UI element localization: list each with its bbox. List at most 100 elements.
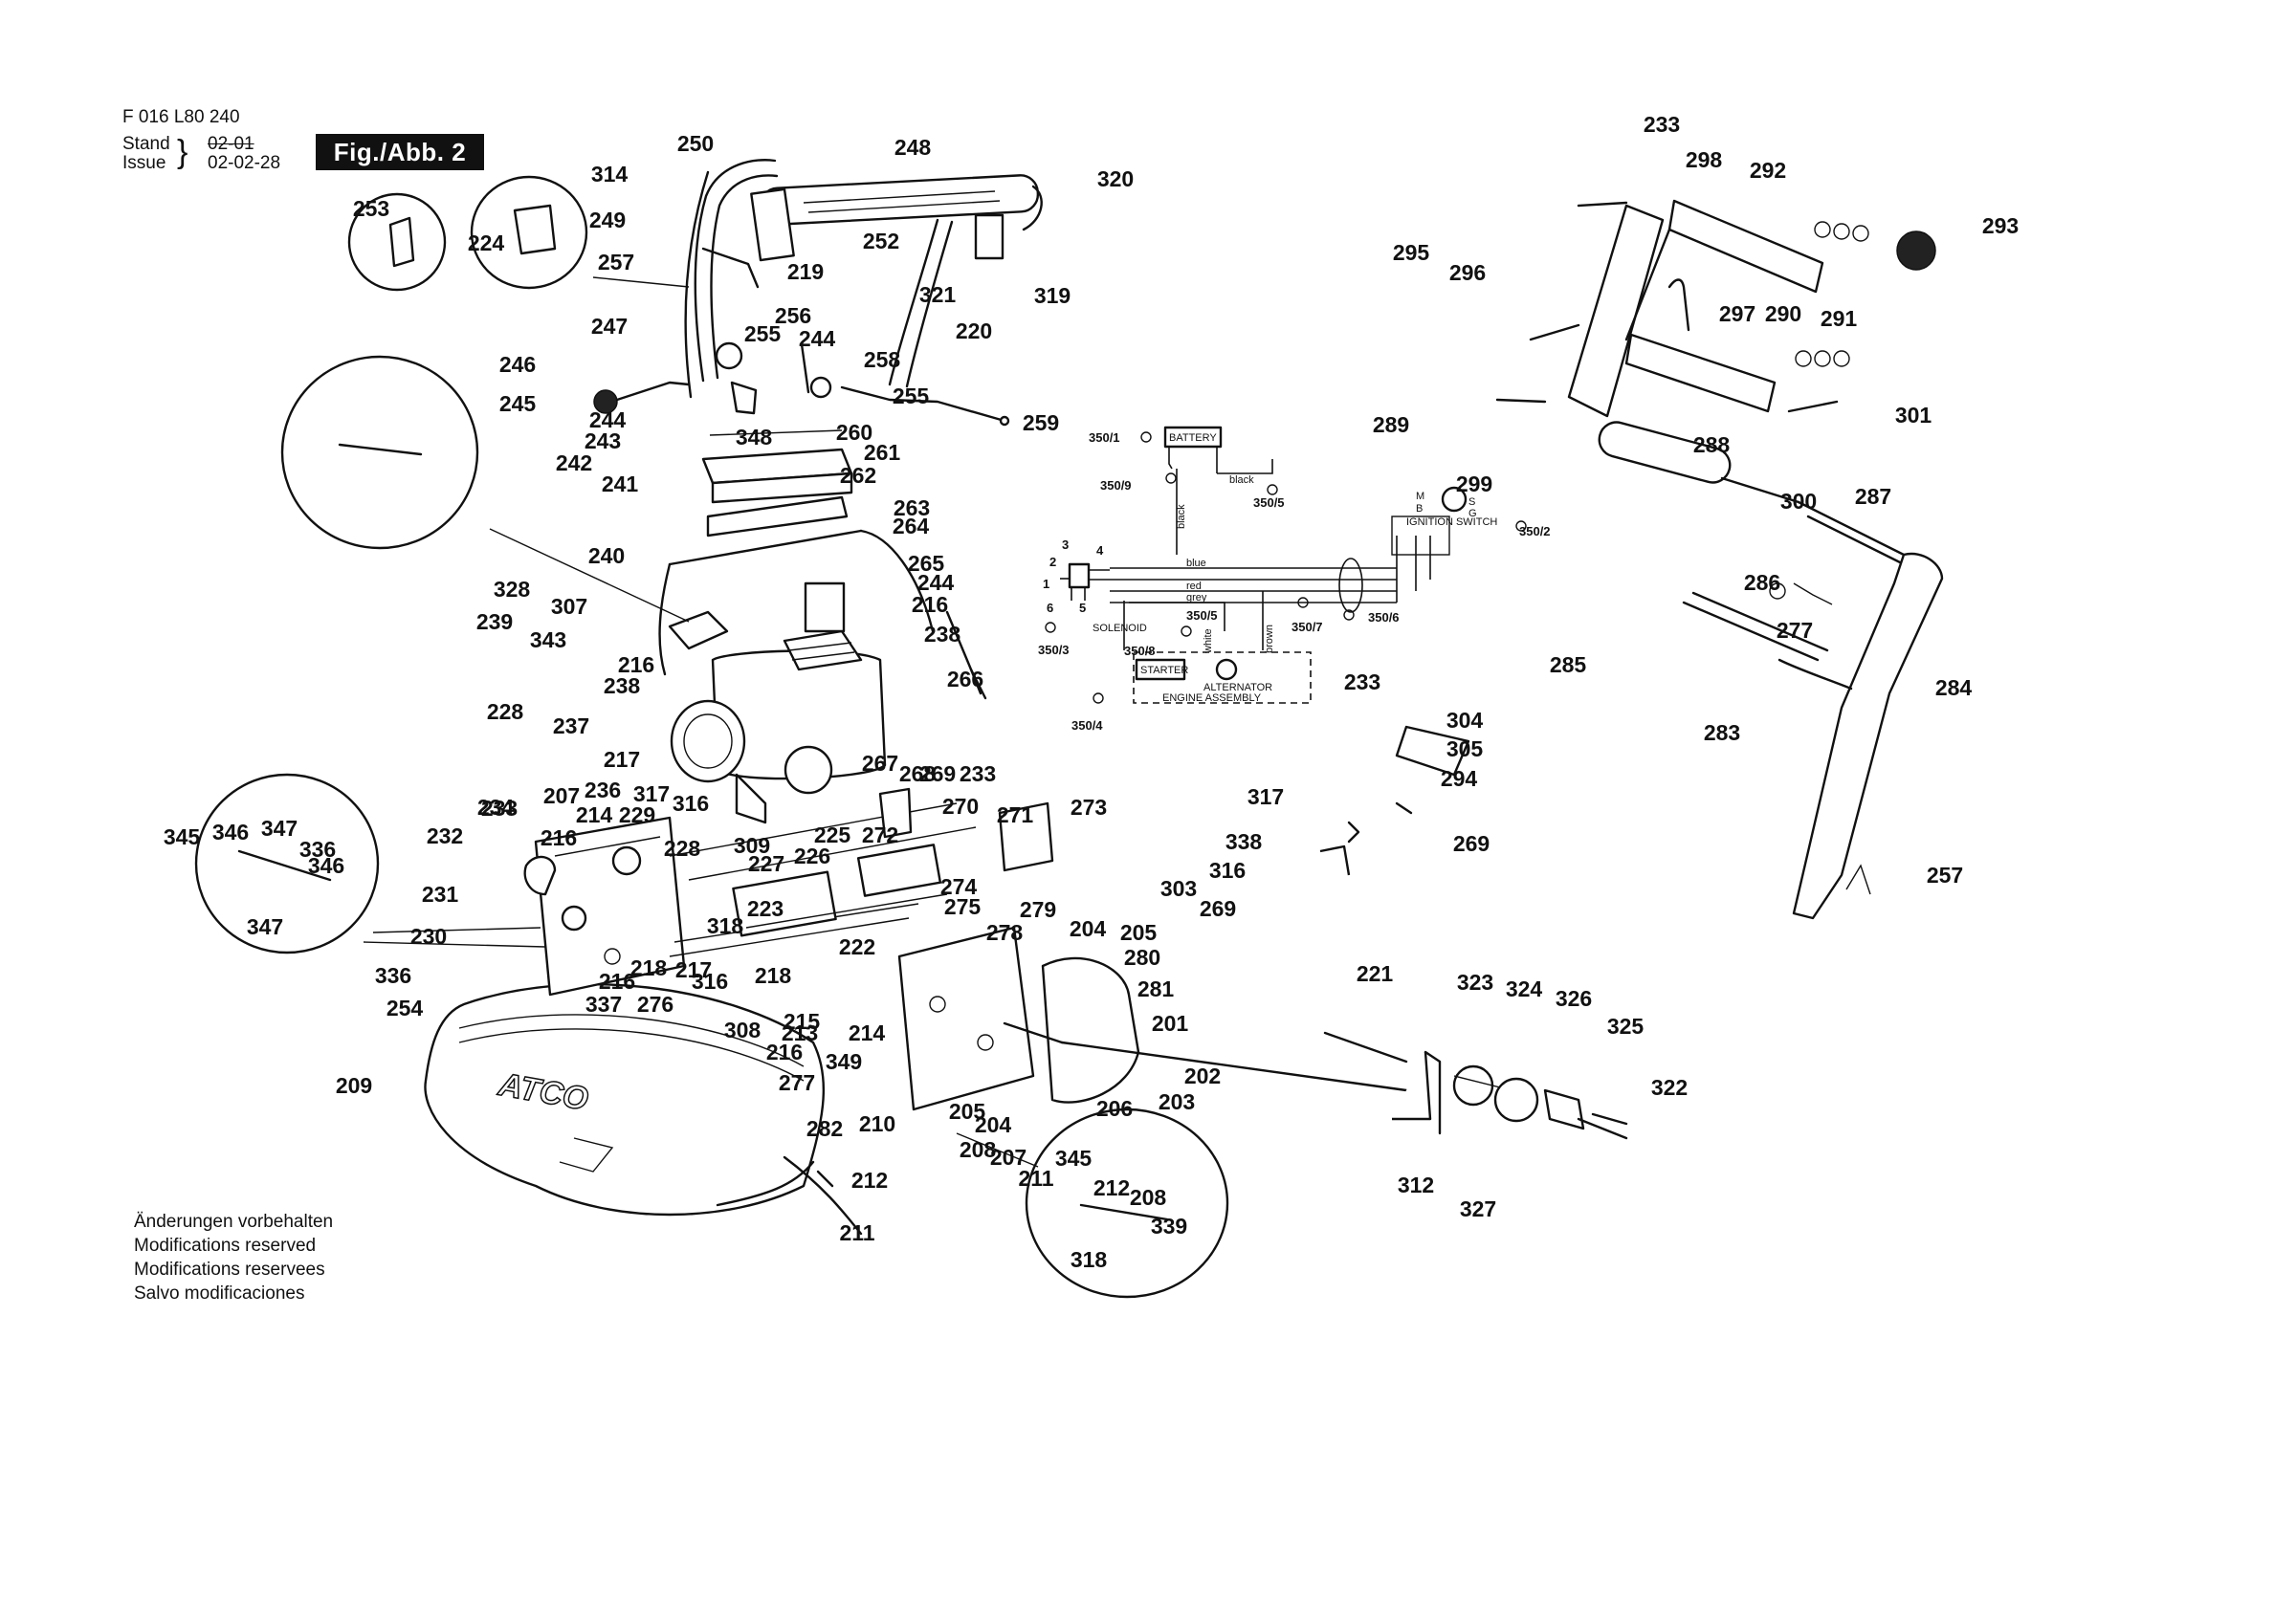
callout-264: 264: [893, 514, 930, 538]
terminal-3: 3: [1062, 537, 1069, 552]
callout-317: 317: [1247, 784, 1284, 809]
callout-282: 282: [806, 1116, 843, 1141]
callout-226: 226: [794, 844, 830, 868]
callout-319: 319: [1034, 283, 1071, 308]
callout-253: 253: [353, 196, 389, 221]
callout-261: 261: [864, 440, 901, 465]
callout-210: 210: [859, 1111, 895, 1136]
callout-262: 262: [840, 463, 876, 488]
callout-249: 249: [589, 208, 626, 232]
callout-325: 325: [1607, 1014, 1645, 1039]
engine-assembly-label: ENGINE ASSEMBLY: [1162, 692, 1262, 704]
callout-304: 304: [1446, 708, 1484, 733]
callout-211: 211: [839, 1220, 874, 1245]
terminal-2: 2: [1049, 555, 1056, 569]
callout-205: 205: [1120, 920, 1158, 945]
callout-269: 269: [1453, 831, 1490, 856]
callout-252: 252: [863, 229, 899, 253]
callout-212: 212: [851, 1168, 888, 1193]
stand-old-value: 02-01: [208, 134, 254, 154]
callout-308: 308: [724, 1018, 762, 1042]
callout-327: 327: [1460, 1196, 1496, 1221]
ref-350-8: 350/8: [1124, 644, 1156, 658]
note-english: Modifications reserved: [134, 1236, 317, 1256]
callout-208: 208: [1130, 1185, 1167, 1210]
callout-236: 236: [585, 778, 621, 802]
drawing-engine: [670, 581, 887, 824]
callout-244: 244: [917, 570, 955, 595]
callout-209: 209: [336, 1073, 372, 1098]
callout-294: 294: [1441, 766, 1478, 791]
callout-328: 328: [494, 577, 531, 602]
callout-292: 292: [1750, 158, 1786, 183]
callout-259: 259: [1023, 410, 1059, 435]
callout-233: 233: [481, 796, 518, 821]
callout-290: 290: [1765, 301, 1801, 326]
note-french: Modifications reservees: [134, 1260, 325, 1280]
callout-288: 288: [1693, 432, 1731, 457]
callout-263: 263: [894, 495, 930, 520]
callout-281: 281: [1137, 976, 1175, 1001]
callout-257: 257: [1927, 863, 1963, 888]
callout-277: 277: [1777, 618, 1813, 643]
callout-233: 233: [1344, 669, 1380, 694]
callout-247: 247: [591, 314, 628, 339]
callout-214: 214: [576, 802, 613, 827]
wire-white-label: white: [1203, 628, 1214, 654]
note-spanish: Salvo modificaciones: [134, 1283, 305, 1304]
switch-g: G: [1468, 508, 1477, 519]
callout-214: 214: [849, 1020, 886, 1045]
callout-297: 297: [1719, 301, 1755, 326]
brace-glyph: }: [177, 134, 188, 170]
callout-207: 207: [990, 1145, 1027, 1170]
wire-brown-label: brown: [1264, 625, 1275, 653]
callout-347: 347: [247, 914, 283, 939]
callout-230: 230: [410, 924, 447, 949]
callout-256: 256: [775, 303, 811, 328]
callout-283: 283: [1704, 720, 1740, 745]
callout-312: 312: [1398, 1173, 1434, 1197]
callout-305: 305: [1446, 736, 1484, 761]
drawing-wiring: BATTERY black black 2 3 4 1 6 5 blue red: [1038, 426, 1551, 733]
drawing-small-parts-right: [1319, 725, 1628, 1140]
callout-205: 205: [949, 1099, 986, 1124]
callout-229: 229: [619, 802, 655, 827]
callout-232: 232: [427, 823, 463, 848]
callout-271: 271: [997, 802, 1034, 827]
callout-260: 260: [836, 420, 872, 445]
callout-257: 257: [598, 250, 634, 274]
wiring-black-top-label: black: [1229, 474, 1254, 486]
callout-318: 318: [1071, 1247, 1108, 1272]
callout-267: 267: [862, 751, 898, 776]
wire-blue-label: blue: [1186, 558, 1206, 569]
issue-label: Issue: [122, 153, 166, 173]
drawing-right-strut: [1598, 421, 1944, 920]
callout-220: 220: [956, 318, 992, 343]
callout-298: 298: [1686, 147, 1723, 172]
callout-244: 244: [799, 326, 836, 351]
callout-338: 338: [1225, 829, 1263, 854]
callout-218: 218: [755, 963, 792, 988]
callout-301: 301: [1895, 403, 1932, 428]
callout-266: 266: [947, 667, 983, 691]
callout-255: 255: [893, 384, 930, 408]
callout-268: 268: [899, 761, 937, 786]
callout-296: 296: [1449, 260, 1486, 285]
callout-222: 222: [839, 934, 875, 959]
callout-270: 270: [942, 794, 979, 819]
callout-273: 273: [1071, 795, 1107, 820]
drawing-handle: [684, 159, 1043, 399]
switch-s: S: [1468, 496, 1475, 508]
ref-350-5b: 350/5: [1186, 608, 1218, 623]
terminal-4: 4: [1096, 543, 1104, 558]
callout-241: 241: [602, 472, 639, 496]
wire-red-label: red: [1186, 581, 1202, 592]
wire-grey-label: grey: [1186, 592, 1207, 603]
alternator-label: ALTERNATOR: [1203, 682, 1272, 693]
callout-348: 348: [736, 425, 773, 450]
callout-309: 309: [734, 833, 770, 858]
callout-211: 211: [1018, 1166, 1053, 1191]
